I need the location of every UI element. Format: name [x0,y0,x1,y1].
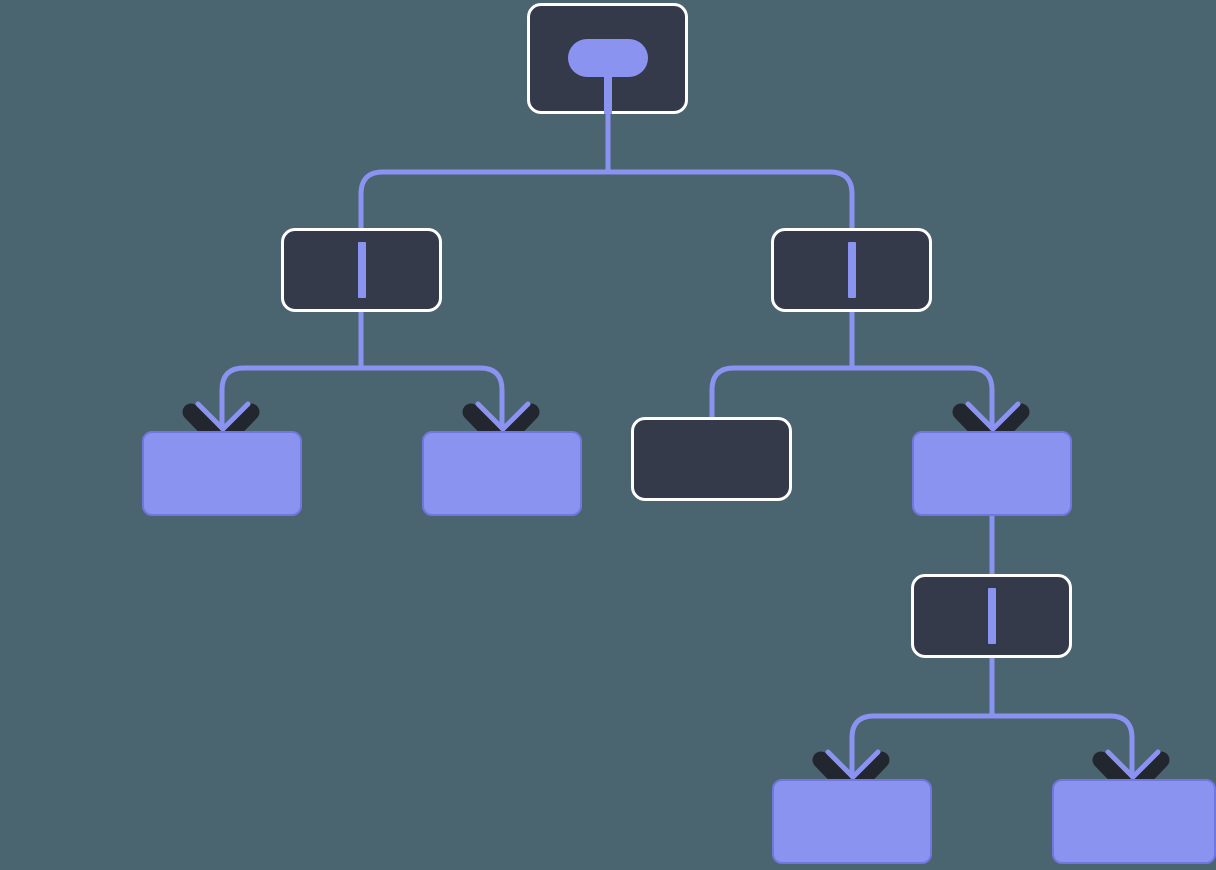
node-branch-mid[interactable] [912,431,1072,516]
node-branch-deep-bar-icon [988,588,996,644]
node-leaf-2[interactable] [422,431,582,516]
connector-edge [605,111,855,231]
node-leaf-3-dark[interactable] [631,417,792,501]
node-root-stem [604,58,612,114]
connector-edge [849,655,995,782]
node-branch-right-bar-icon [848,242,856,298]
node-root-pill-icon [568,39,648,77]
node-leaf-4[interactable] [772,779,932,864]
connector-edge [849,309,995,434]
connector-edge [989,655,1135,782]
connector-edge [219,309,364,434]
connector-edge [709,309,855,420]
connector-edge [358,111,611,231]
node-leaf-1[interactable] [142,431,302,516]
connector-edge [358,309,505,434]
node-leaf-5[interactable] [1052,779,1216,864]
node-branch-left-bar-icon [358,242,366,298]
